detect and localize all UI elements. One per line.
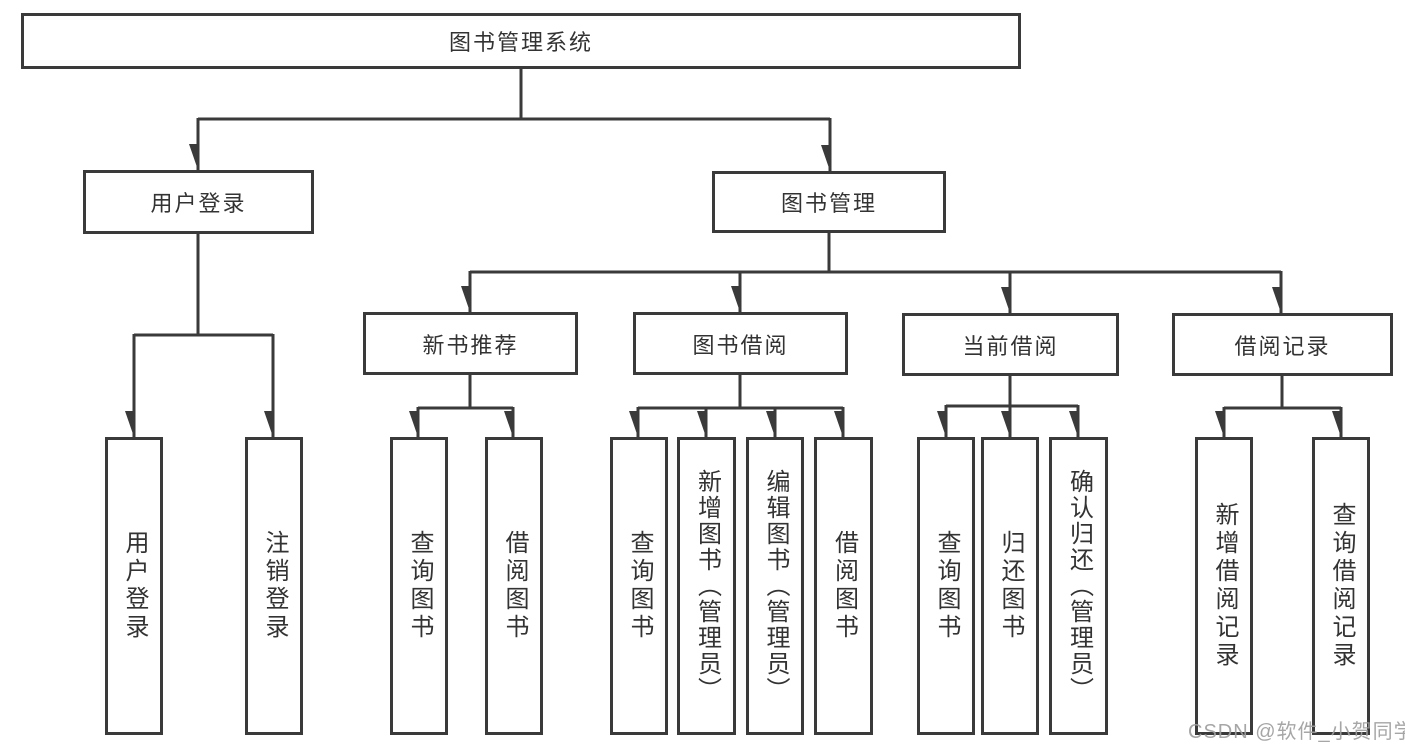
leaf-label: 借阅图书 (501, 530, 528, 642)
node-current-borrowing-label: 当前借阅 (962, 333, 1059, 359)
node-new-book-recommend-label: 新书推荐 (422, 332, 519, 358)
node-borrow-records: 借阅记录 (1172, 313, 1393, 376)
leaf-label: 归还图书 (997, 530, 1024, 642)
leaf-label: 借阅图书 (830, 530, 858, 642)
node-borrow-books-recommend: 借阅图书 (485, 437, 543, 735)
leaf-label: 查询图书 (626, 530, 653, 642)
node-root-library-system: 图书管理系统 (21, 13, 1021, 69)
node-user-login-label: 用户登录 (150, 191, 247, 216)
node-new-book-recommend: 新书推荐 (363, 312, 578, 375)
node-user-login: 用户登录 (83, 170, 314, 234)
leaf-label: 查询图书 (406, 530, 433, 642)
node-root-label: 图书管理系统 (448, 30, 593, 55)
node-borrow-books-borrowing: 借阅图书 (814, 437, 873, 735)
leaf-label: 查询借阅记录 (1328, 502, 1355, 670)
leaf-label: 新增图书（管理员） (693, 469, 721, 703)
leaf-label: 编辑图书（管理员） (762, 469, 789, 703)
node-user-login-action: 用户登录 (105, 437, 163, 735)
node-book-management-label: 图书管理 (780, 191, 877, 216)
leaf-label: 注销登录 (261, 530, 288, 642)
node-logout-action: 注销登录 (245, 437, 303, 735)
node-query-books-current: 查询图书 (917, 437, 975, 735)
node-return-books: 归还图书 (981, 437, 1039, 735)
node-add-books-admin: 新增图书（管理员） (677, 437, 736, 735)
node-book-borrowing: 图书借阅 (633, 312, 848, 375)
node-confirm-return-admin: 确认归还（管理员） (1049, 437, 1108, 735)
node-book-borrowing-label: 图书借阅 (692, 332, 789, 358)
leaf-label: 确认归还（管理员） (1065, 469, 1093, 703)
node-borrow-records-label: 借阅记录 (1234, 333, 1331, 359)
node-book-management: 图书管理 (712, 171, 946, 233)
node-add-borrow-record: 新增借阅记录 (1195, 437, 1253, 735)
leaf-label: 新增借阅记录 (1211, 502, 1238, 670)
leaf-label: 用户登录 (121, 530, 148, 642)
node-current-borrowing: 当前借阅 (902, 313, 1119, 376)
csdn-watermark: CSDN @软件_小贺同学 (1188, 721, 1405, 743)
node-query-borrow-record: 查询借阅记录 (1312, 437, 1370, 735)
node-edit-books-admin: 编辑图书（管理员） (746, 437, 804, 735)
node-query-books-recommend: 查询图书 (390, 437, 448, 735)
node-query-books-borrowing: 查询图书 (610, 437, 668, 735)
leaf-label: 查询图书 (933, 530, 960, 642)
